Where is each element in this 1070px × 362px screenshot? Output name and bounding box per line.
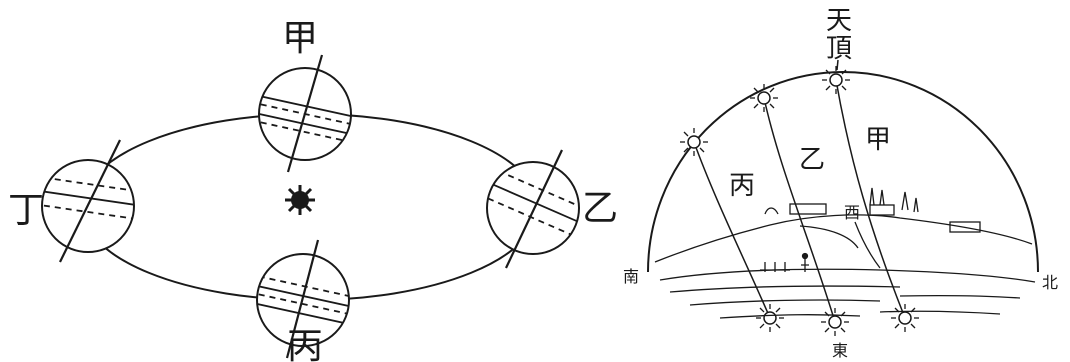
sun-bing-icon — [680, 128, 708, 156]
path-label-bing: 丙 — [729, 171, 755, 201]
label-bottom: 丙 — [287, 326, 323, 362]
earth-right-icon — [478, 150, 588, 268]
direction-north: 北 — [1042, 273, 1058, 292]
orbit-diagram: 甲 乙 丙 丁 — [8, 18, 618, 362]
zenith-label-line2: 頂 — [826, 34, 852, 64]
direction-east: 東 — [832, 341, 848, 360]
path-label-jia: 甲 — [865, 125, 891, 155]
label-top: 甲 — [282, 18, 318, 59]
sun-path-bing — [694, 142, 770, 318]
central-sun-icon — [285, 185, 315, 215]
sunrise-bing-icon — [756, 304, 784, 332]
sunrise-jia-icon — [891, 304, 919, 332]
sky-diagram: 天 頂 甲 乙 丙 西 南 北 東 — [623, 6, 1058, 360]
zenith-label-line1: 天 — [826, 6, 852, 36]
direction-south: 南 — [623, 267, 639, 286]
label-left: 丁 — [8, 190, 44, 231]
path-label-yi: 乙 — [799, 145, 825, 175]
earth-left-icon — [33, 140, 143, 262]
earth-top-icon — [250, 55, 360, 172]
sky-dome — [648, 72, 1038, 272]
sunrise-yi-icon — [821, 308, 849, 336]
sun-zenith-icon — [822, 66, 850, 94]
direction-west: 西 — [844, 203, 860, 222]
sun-yi-icon — [750, 84, 778, 112]
label-right: 乙 — [582, 188, 618, 229]
